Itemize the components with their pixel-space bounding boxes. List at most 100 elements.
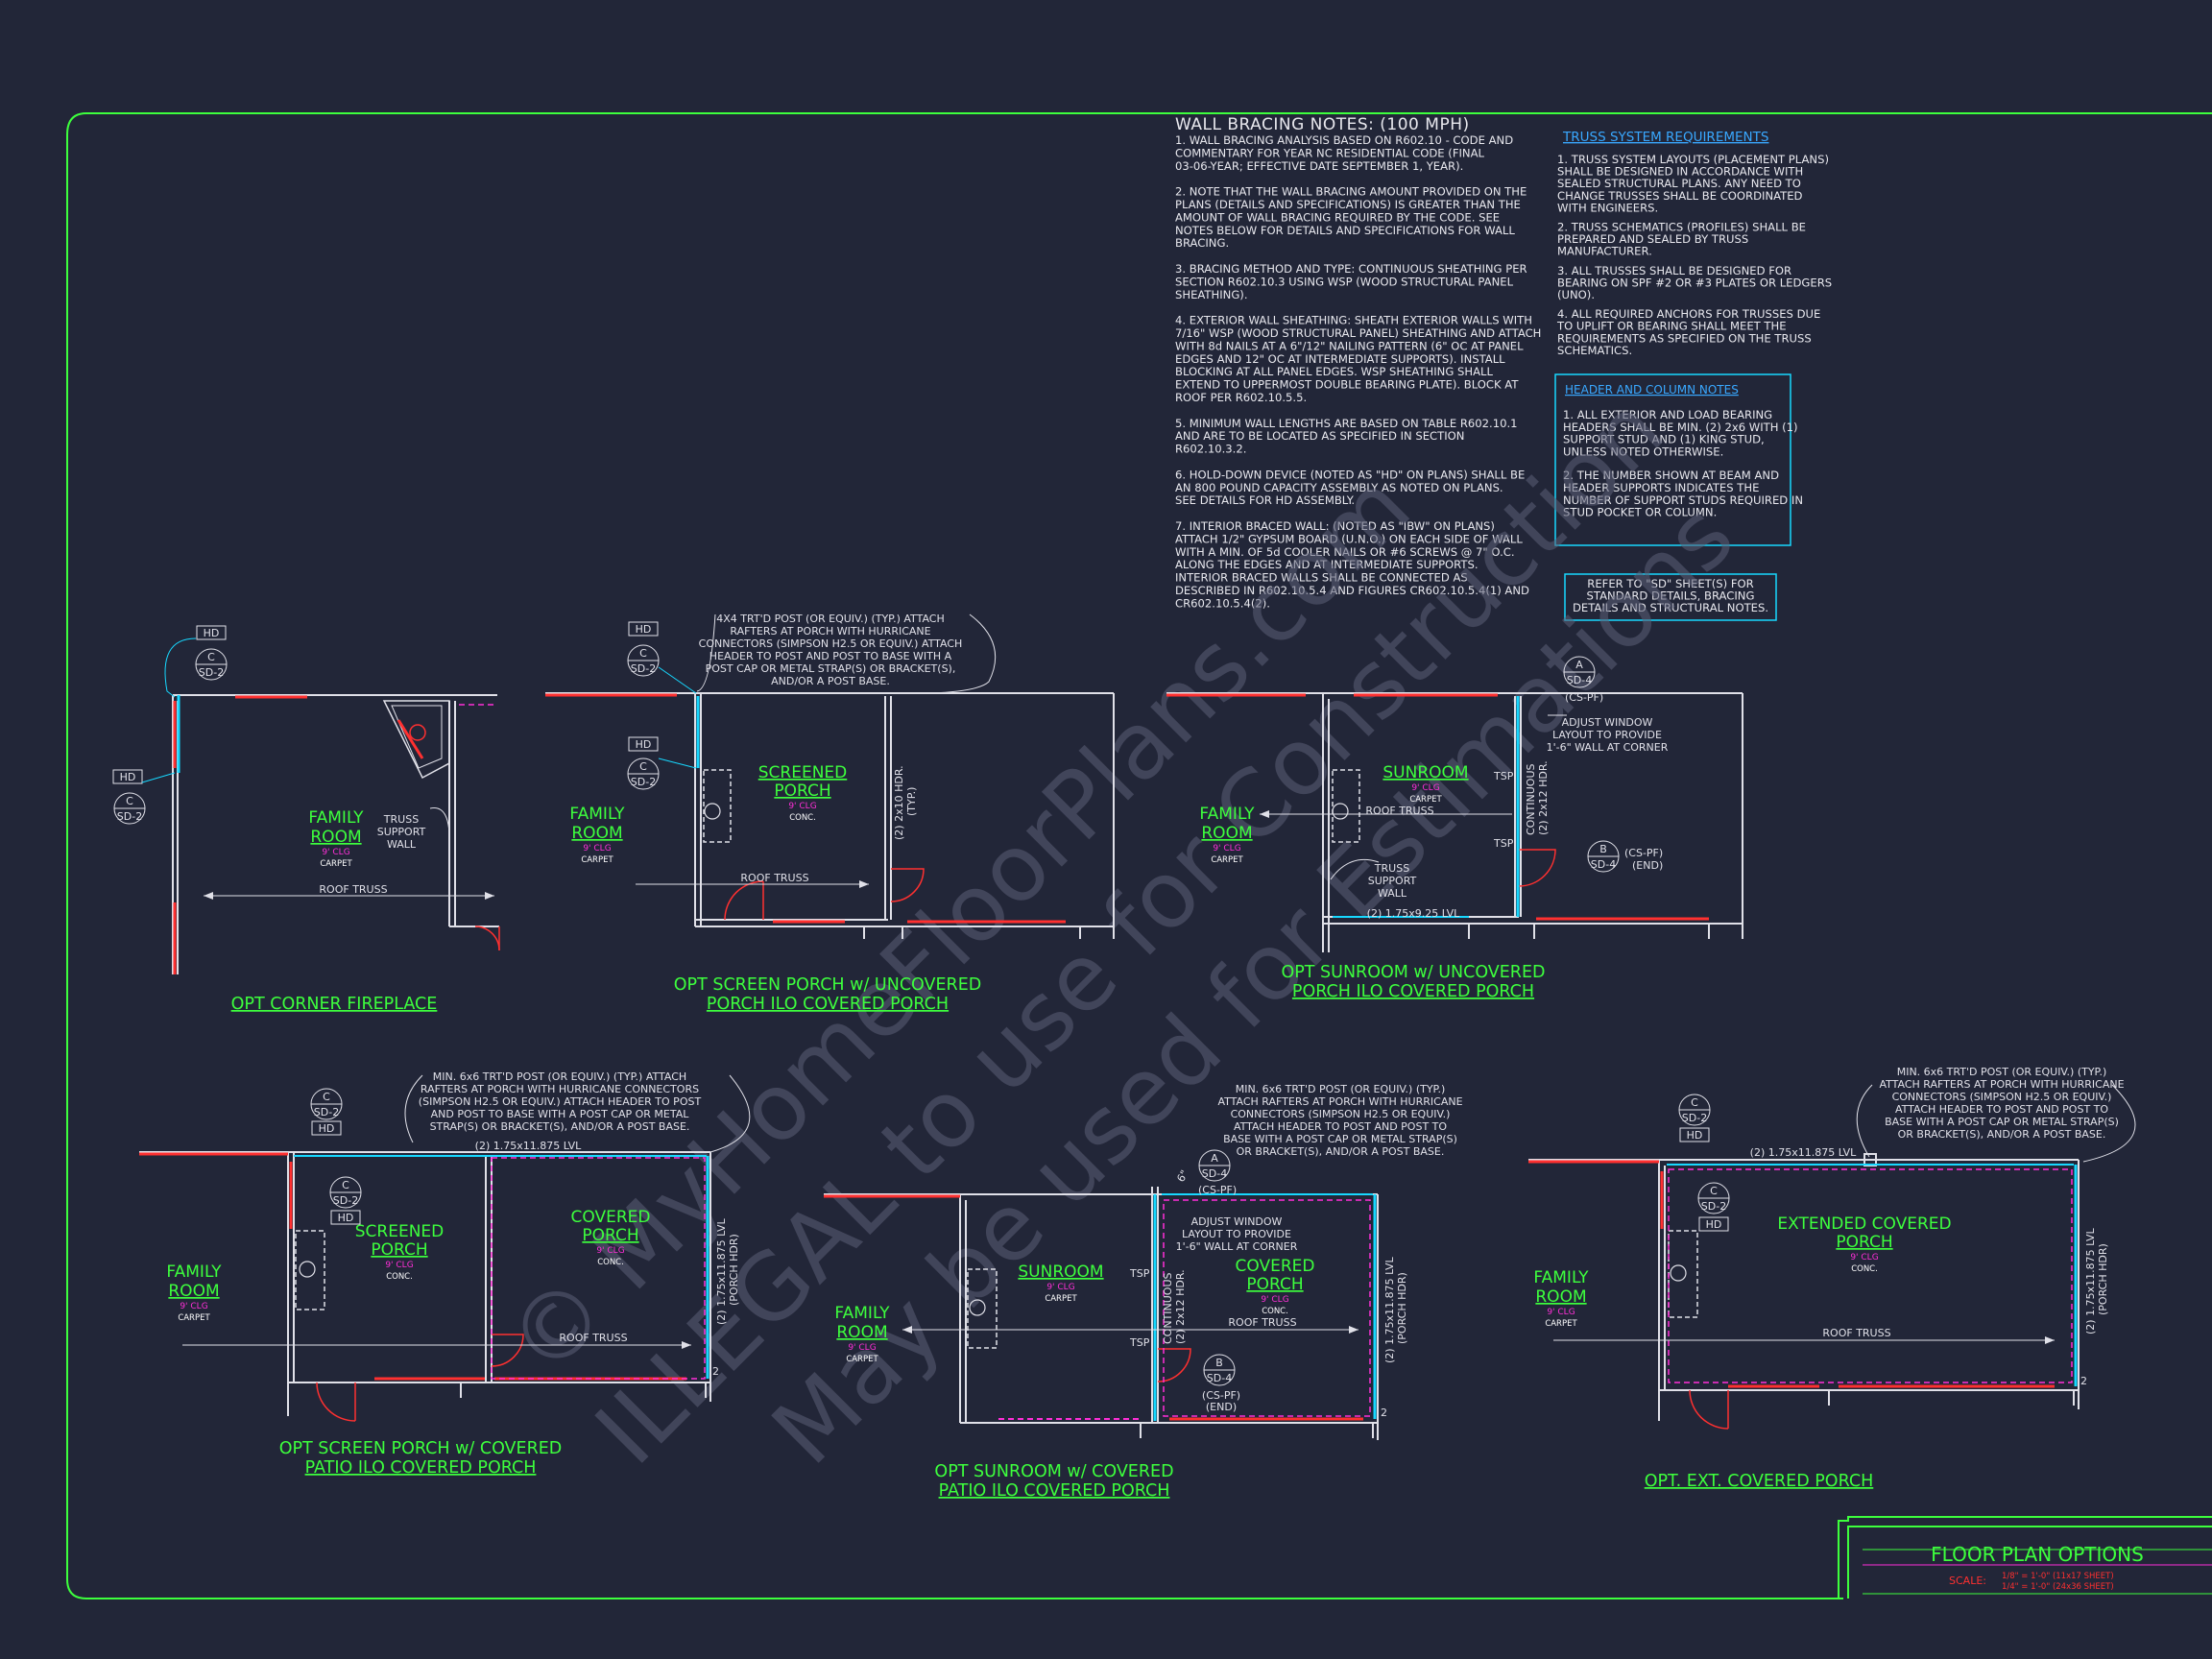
end-label: (END)	[1632, 859, 1663, 872]
room-name: FAMILY	[308, 808, 364, 828]
wall-bracing-line: DESCRIBED IN R602.10.5.4 AND FIGURES CR6…	[1175, 584, 1529, 597]
plan5-walls	[824, 1187, 1379, 1440]
lvl-label: (PORCH HDR)	[2097, 1243, 2109, 1315]
floor-finish: CARPET	[178, 1313, 210, 1323]
wall-bracing-line: 4. EXTERIOR WALL SHEATHING: SHEATH EXTER…	[1175, 314, 1532, 327]
wall-bracing-line: AN 800 POUND CAPACITY ASSEMBLY AS NOTED …	[1175, 481, 1503, 494]
room-name: FAMILY	[1199, 805, 1255, 824]
wall-bracing-line: 3. BRACING METHOD AND TYPE: CONTINUOUS S…	[1175, 262, 1527, 276]
stud-count: 2	[712, 1365, 719, 1378]
room-name: PORCH	[1246, 1275, 1303, 1294]
room-name: FAMILY	[834, 1304, 890, 1323]
floor-finish: CARPET	[320, 859, 352, 869]
header-column-line: STUD POCKET OR COLUMN.	[1563, 506, 1717, 519]
truss-line: WITH ENGINEERS.	[1557, 201, 1658, 214]
post-note-line: CONNECTORS (SIMPSON H2.5 OR EQUIV.) ATTA…	[699, 637, 963, 650]
truss-support-label: TRUSS	[383, 813, 419, 826]
post-note: MIN. 6x6 TRT'D POST (OR EQUIV.) (TYP.)AT…	[1879, 1066, 2124, 1141]
post-note-line: BASE WITH A POST CAP OR METAL STRAP(S)	[1223, 1133, 1457, 1145]
ceiling-height: 9' CLG	[1411, 783, 1439, 793]
ceiling-height: 9' CLG	[1213, 844, 1240, 854]
room-name: FAMILY	[1533, 1268, 1589, 1287]
plan-title: OPT. EXT. COVERED PORCH	[1645, 1472, 1874, 1491]
header-label: (2) 2x12 HDR.	[1174, 1269, 1187, 1344]
sheet-border	[66, 112, 2212, 1599]
plan-sunroom-covered: A SD-4 (CS-PF) B SD-4 (CS-PF) (END) TSP …	[824, 1083, 1463, 1501]
watermark: © MyHomeFloorPlans.com ILLEGAL to use fo…	[487, 376, 1754, 1485]
hd-tag	[628, 621, 659, 637]
post-note-line: ATTACH HEADER TO POST AND POST TO	[1895, 1103, 2108, 1116]
section-marker-letter: C	[323, 1091, 330, 1103]
adjust-window-line: 1'-6" WALL AT CORNER	[1547, 741, 1669, 754]
hd-tag-label: HD	[1706, 1218, 1722, 1231]
scale-label: SCALE:	[1949, 1575, 1986, 1587]
roof-truss-label: ROOF TRUSS	[559, 1332, 627, 1344]
wall-bracing-body: 1. WALL BRACING ANALYSIS BASED ON R602.1…	[1175, 133, 1541, 610]
cs-pf-label: (CS-PF)	[1202, 1389, 1240, 1402]
truss-support-label: TRUSS	[1374, 862, 1409, 875]
hd-tag-label: HD	[319, 1122, 335, 1135]
lvl-label: (PORCH HDR)	[1396, 1272, 1408, 1344]
room-name: ROOM	[836, 1323, 887, 1342]
header-column-line: HEADER SUPPORTS INDICATES THE	[1563, 481, 1759, 494]
ceiling-height: 9' CLG	[180, 1302, 207, 1311]
truss-support-label: SUPPORT	[1368, 875, 1417, 887]
title-block: FLOOR PLAN OPTIONS SCALE: 1/8" = 1'-0" (…	[1838, 1516, 2212, 1599]
wall-bracing-line: EXTEND TO UPPERMOST DOUBLE BEARING PLATE…	[1175, 378, 1519, 392]
wall-bracing-line: WITH A MIN. OF 5d COOLER NAILS OR #6 SCR…	[1175, 545, 1515, 559]
wall-bracing-line: 1. WALL BRACING ANALYSIS BASED ON R602.1…	[1175, 133, 1513, 147]
cs-pf-label: (CS-PF)	[1198, 1184, 1237, 1196]
room-name: ROOM	[571, 824, 622, 843]
wall-bracing-notes: WALL BRACING NOTES: (100 MPH) 1. WALL BR…	[1175, 115, 1541, 610]
header-column-box	[1554, 373, 1791, 546]
truss-notes: TRUSS SYSTEM REQUIREMENTS 1. TRUSS SYSTE…	[1556, 130, 1832, 357]
room-name: SCREENED	[758, 763, 848, 782]
plan1-walls	[172, 694, 499, 974]
room-name: PORCH	[371, 1240, 427, 1260]
post-note-line: RAFTERS AT PORCH WITH HURRICANE	[730, 625, 930, 637]
sheet-title: FLOOR PLAN OPTIONS	[1931, 1543, 2144, 1566]
wall-bracing-line: 6. HOLD-DOWN DEVICE (NOTED AS "HD" ON PL…	[1175, 468, 1525, 481]
lvl-label: (2) 1.75x9.25 LVL	[1367, 907, 1461, 920]
scale-value: 1/4" = 1'-0" (24x36 SHEET)	[2002, 1582, 2114, 1592]
floor-finish: CONC.	[597, 1258, 624, 1267]
post-note-line: AND/OR A POST BASE.	[771, 675, 890, 687]
wall-bracing-line: SHEATHING).	[1175, 288, 1248, 301]
wall-bracing-line: COMMENTARY FOR YEAR NC RESIDENTIAL CODE …	[1175, 146, 1485, 159]
wall-bracing-line: SEE DETAILS FOR HD ASSEMBLY.	[1175, 493, 1355, 507]
room-name: SUNROOM	[1018, 1262, 1103, 1282]
wall-bracing-title: WALL BRACING NOTES: (100 MPH)	[1175, 115, 1470, 134]
roof-truss-label: ROOF TRUSS	[1822, 1327, 1890, 1339]
wall-bracing-line: WITH 8d NAILS AT A 6"/12" NAILING PATTER…	[1175, 339, 1524, 352]
floor-finish: CARPET	[1045, 1294, 1077, 1304]
wall-bracing-line: CR602.10.5.4(2).	[1175, 596, 1270, 610]
post-note-line: 4X4 TRT'D POST (OR EQUIV.) (TYP.) ATTACH	[716, 613, 944, 625]
header-column-body: 1. ALL EXTERIOR AND LOAD BEARINGHEADERS …	[1563, 408, 1803, 519]
floor-finish: CARPET	[1409, 795, 1442, 805]
ceiling-height: 9' CLG	[848, 1343, 876, 1353]
end-label: (END)	[1206, 1401, 1237, 1413]
stud-count: 2	[2080, 1375, 2087, 1387]
section-marker-letter: A	[1211, 1152, 1218, 1165]
post-note-line: STRAP(S) OR BRACKET(S), AND/OR A POST BA…	[430, 1120, 690, 1133]
wall-bracing-line: AMOUNT OF WALL BRACING REQUIRED BY THE C…	[1175, 210, 1500, 224]
room-name: COVERED	[1236, 1257, 1315, 1276]
truss-support-label: WALL	[1378, 887, 1407, 900]
scale-value: 1/8" = 1'-0" (11x17 SHEET)	[2002, 1572, 2114, 1581]
watermark-line-2: ILLEGAL to use for Construction	[575, 376, 1684, 1485]
wall-bracing-line: BLOCKING AT ALL PANEL EDGES. WSP SHEATHI…	[1175, 365, 1493, 378]
plan-title: PATIO ILO COVERED PORCH	[939, 1481, 1170, 1501]
plan-title: OPT SCREEN PORCH w/ UNCOVERED	[674, 975, 981, 995]
refer-note-line: STANDARD DETAILS, BRACING	[1587, 589, 1755, 602]
hd-tag	[311, 1120, 342, 1136]
ceiling-height: 9' CLG	[1547, 1308, 1575, 1317]
section-marker-letter: B	[1599, 843, 1607, 855]
post-note-line: (SIMPSON H2.5 OR EQUIV.) ATTACH HEADER T…	[419, 1095, 702, 1108]
hd-tag	[1679, 1127, 1710, 1142]
wall-bracing-line: 7/16" WSP (WOOD STRUCTURAL PANEL) SHEATH…	[1175, 326, 1541, 340]
post-note-line: HEADER TO POST AND POST TO BASE WITH A	[709, 650, 952, 662]
